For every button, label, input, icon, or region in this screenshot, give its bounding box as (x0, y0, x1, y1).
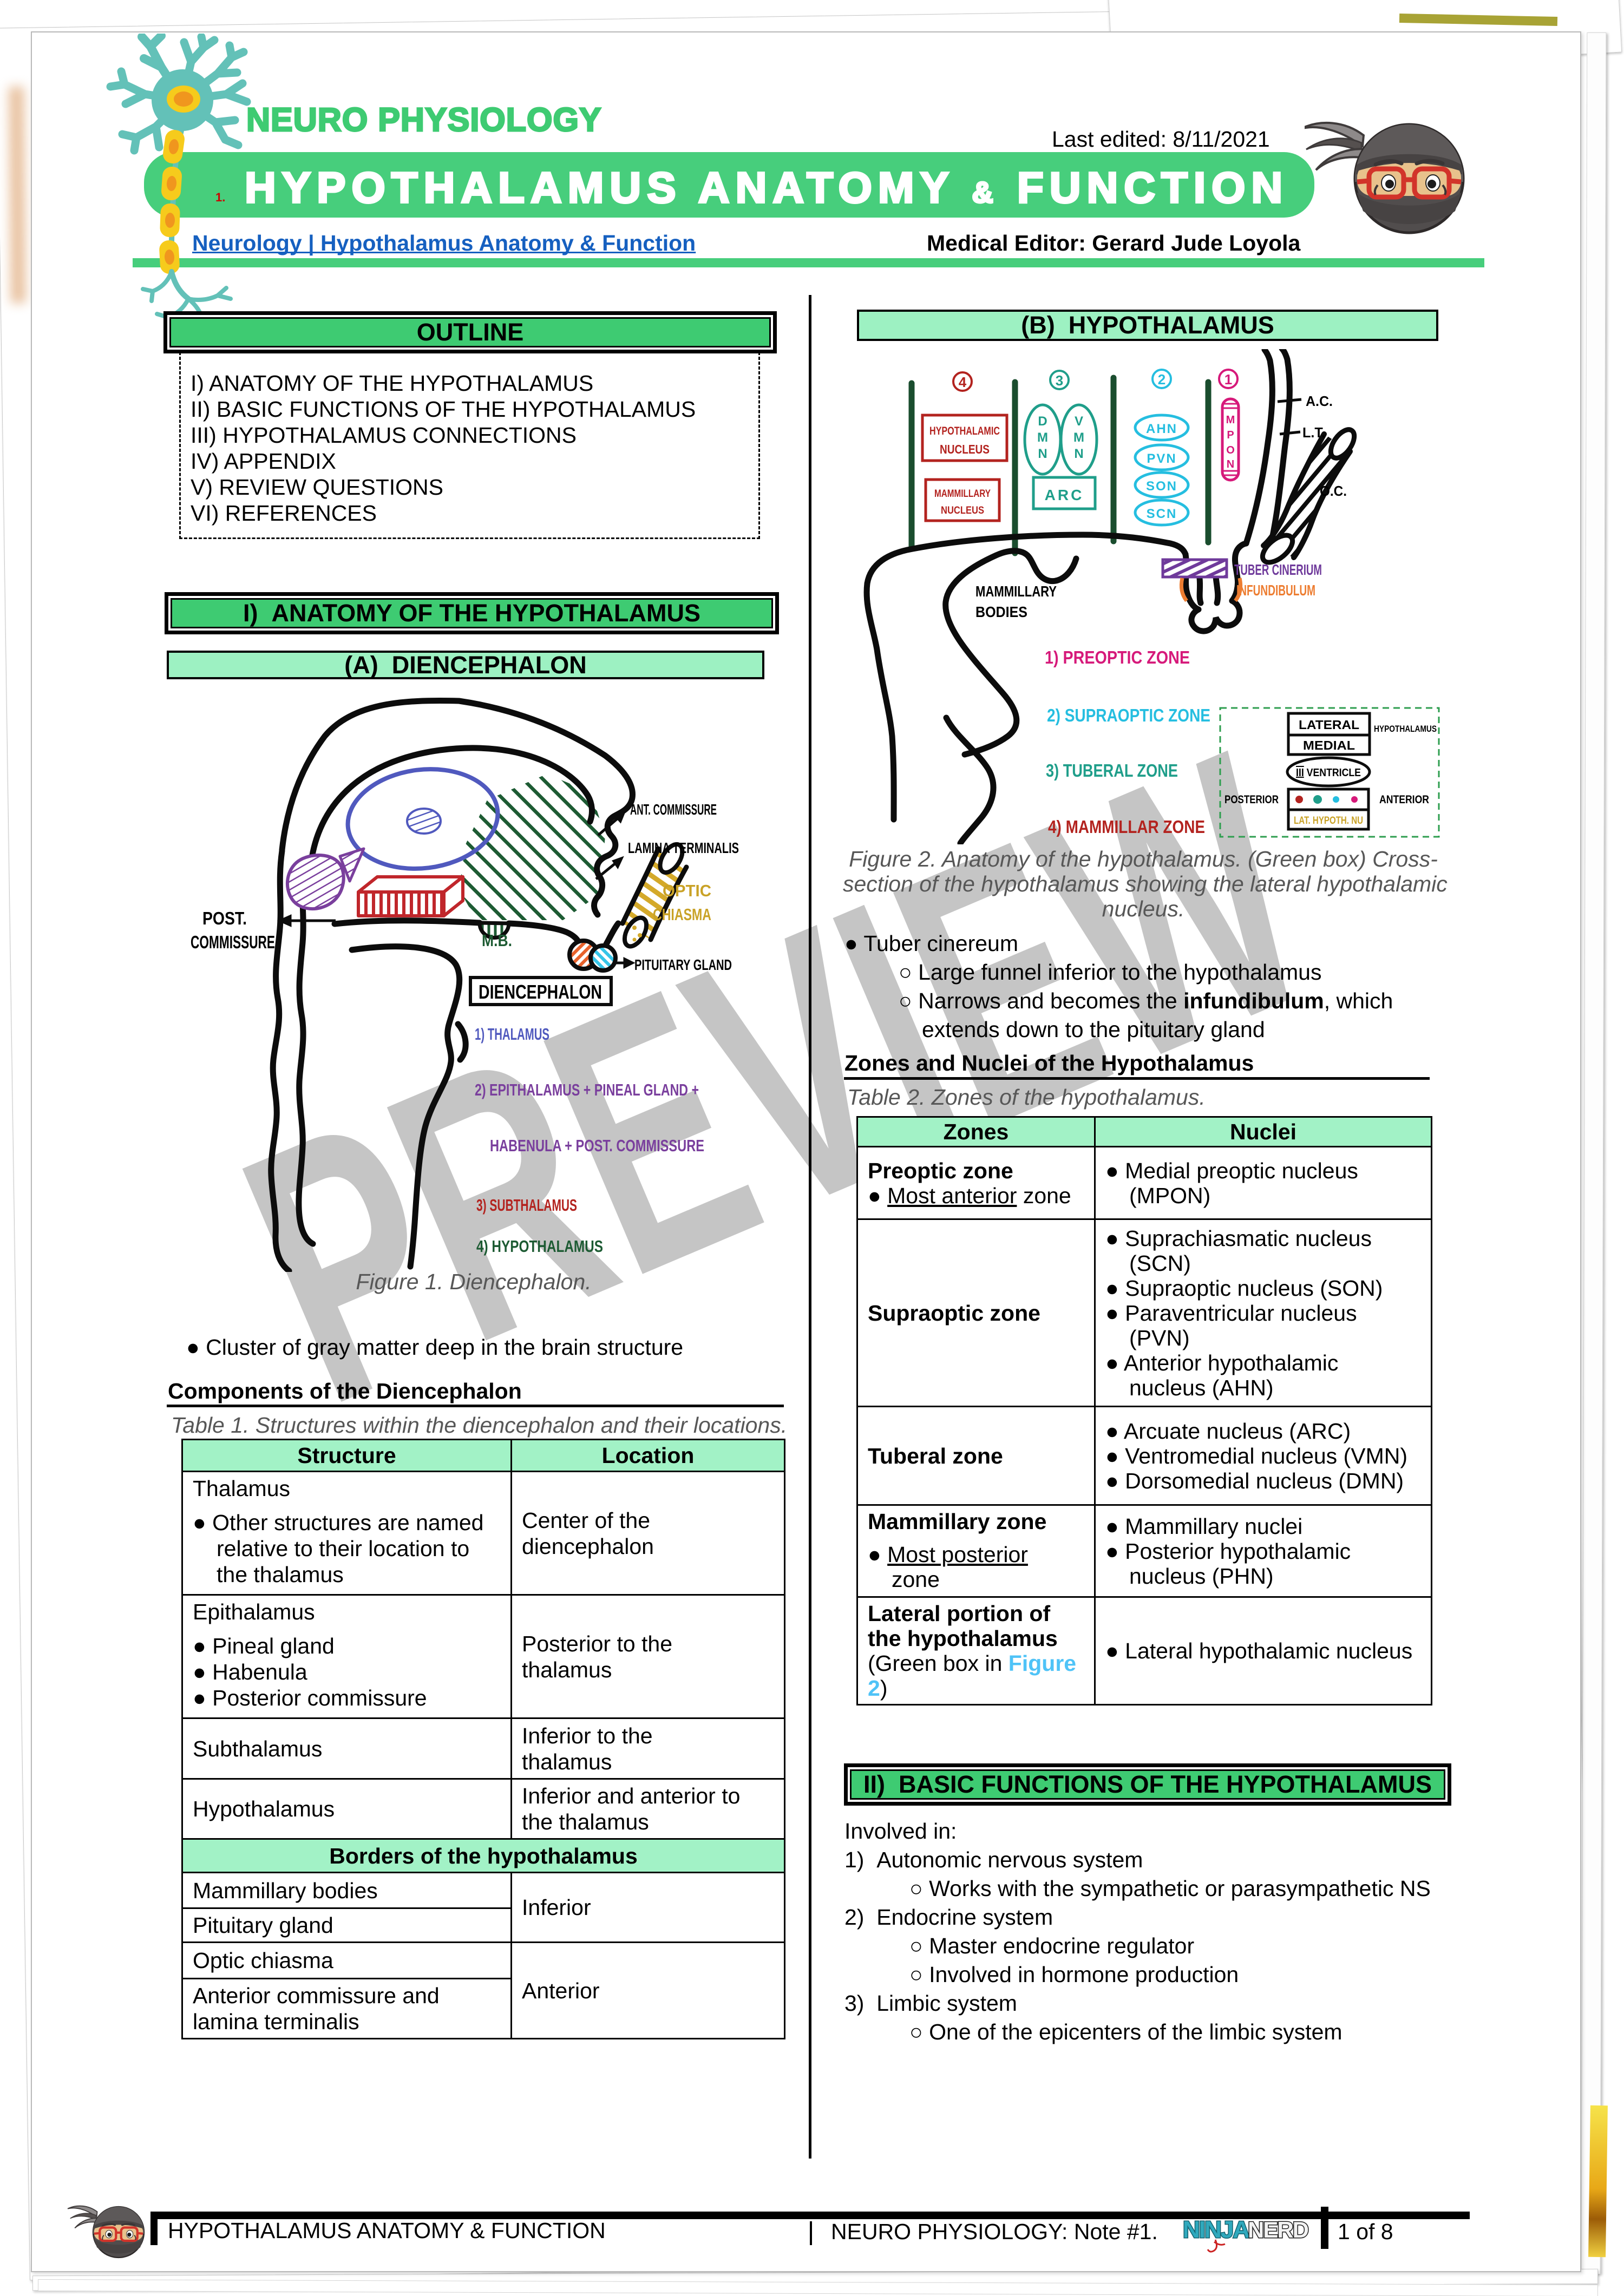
svg-text:HYPOTHALAMIC: HYPOTHALAMIC (929, 425, 1000, 437)
svg-text:M: M (1226, 414, 1235, 426)
svg-text:N: N (1038, 447, 1047, 461)
svg-text:PVN: PVN (1147, 451, 1176, 466)
svg-text:HYPOTHALAMUS: HYPOTHALAMUS (1374, 724, 1437, 734)
svg-text:MAMMILLARY: MAMMILLARY (934, 488, 991, 500)
svg-text:NUCLEUS: NUCLEUS (941, 505, 984, 516)
svg-text:LAT. HYPOTH. NU: LAT. HYPOTH. NU (1294, 815, 1363, 826)
svg-text:COMMISSURE: COMMISSURE (191, 932, 275, 952)
svg-text:ARC: ARC (1045, 487, 1084, 503)
svg-text:LATERAL: LATERAL (1299, 718, 1359, 732)
svg-text:AHN: AHN (1146, 422, 1177, 436)
svg-text:BODIES: BODIES (975, 603, 1027, 620)
svg-text:III VENTRICLE: III VENTRICLE (1296, 767, 1361, 779)
svg-text:NINJA: NINJA (1183, 2216, 1249, 2243)
svg-text:2) EPITHALAMUS + PINEAL GLAND: 2) EPITHALAMUS + PINEAL GLAND + (475, 1080, 699, 1099)
svg-text:N: N (1227, 458, 1234, 470)
svg-text:D: D (1038, 414, 1047, 429)
svg-text:PITUITARY GLAND: PITUITARY GLAND (634, 956, 732, 973)
svg-text:4) MAMMILLAR ZONE: 4) MAMMILLAR ZONE (1048, 817, 1205, 837)
svg-text:P: P (1227, 429, 1234, 441)
svg-text:3) SUBTHALAMUS: 3) SUBTHALAMUS (476, 1196, 577, 1215)
svg-text:A.C.: A.C. (1306, 393, 1333, 409)
svg-text:MEDIAL: MEDIAL (1303, 738, 1355, 752)
svg-text:POSTERIOR: POSTERIOR (1224, 793, 1279, 806)
svg-text:V: V (1075, 414, 1083, 429)
svg-text:2: 2 (1158, 371, 1165, 388)
svg-text:NERD: NERD (1248, 2217, 1308, 2242)
svg-text:M: M (1073, 430, 1084, 445)
svg-text:CHIASMA: CHIASMA (653, 905, 711, 924)
svg-text:1: 1 (1224, 371, 1232, 388)
svg-text:NUCLEUS: NUCLEUS (940, 442, 990, 456)
svg-text:POST.: POST. (202, 908, 247, 928)
svg-text:3: 3 (1056, 372, 1063, 389)
svg-text:LAMINA TERMINALIS: LAMINA TERMINALIS (628, 839, 739, 856)
svg-text:ANTERIOR: ANTERIOR (1379, 793, 1429, 806)
svg-text:1) THALAMUS: 1) THALAMUS (475, 1025, 549, 1044)
svg-text:4) HYPOTHALAMUS: 4) HYPOTHALAMUS (476, 1237, 603, 1256)
svg-text:M.B.: M.B. (482, 931, 512, 950)
svg-text:ANT. COMMISSURE: ANT. COMMISSURE (630, 801, 717, 818)
svg-text:O.C.: O.C. (1320, 483, 1347, 499)
svg-text:O: O (1226, 444, 1235, 456)
svg-text:4: 4 (959, 374, 967, 390)
svg-text:MAMMILLARY: MAMMILLARY (975, 583, 1057, 600)
svg-text:TUBER CINERIUM: TUBER CINERIUM (1234, 561, 1322, 578)
svg-text:2) SUPRAOPTIC ZONE: 2) SUPRAOPTIC ZONE (1047, 705, 1210, 725)
svg-text:3) TUBERAL ZONE: 3) TUBERAL ZONE (1046, 760, 1178, 780)
svg-text:SCN: SCN (1147, 507, 1177, 521)
svg-text:INFUNDIBULUM: INFUNDIBULUM (1236, 582, 1315, 599)
svg-text:M: M (1037, 430, 1048, 445)
svg-text:L.T.: L.T. (1302, 424, 1325, 441)
svg-text:DIENCEPHALON: DIENCEPHALON (479, 981, 602, 1003)
svg-text:1) PREOPTIC ZONE: 1) PREOPTIC ZONE (1045, 647, 1190, 667)
svg-text:HABENULA + POST. COMMISSURE: HABENULA + POST. COMMISSURE (490, 1136, 704, 1155)
svg-text:OPTIC: OPTIC (663, 881, 711, 900)
svg-text:SON: SON (1146, 479, 1177, 494)
svg-text:N: N (1074, 447, 1083, 461)
